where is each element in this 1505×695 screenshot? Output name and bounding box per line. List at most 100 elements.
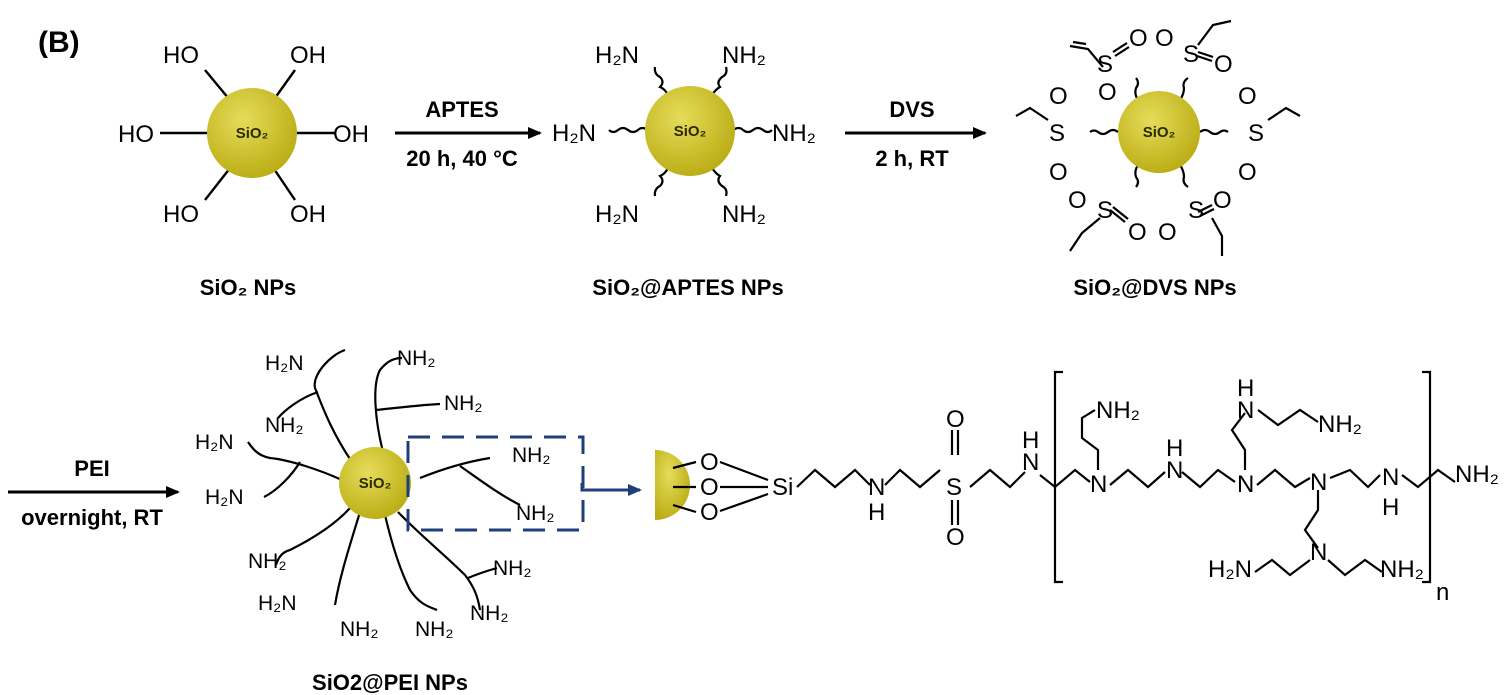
silicon-label: Si: [772, 474, 793, 501]
oxygen-label: O: [1128, 219, 1147, 246]
hydroxyl-label: OH: [290, 42, 326, 69]
sulfur-label: S: [1188, 197, 1204, 224]
amine-label: NH₂: [1380, 556, 1424, 583]
core-label: SiO₂: [359, 475, 392, 492]
silica-core: [1118, 91, 1200, 173]
sulfur-label: S: [1049, 120, 1065, 147]
nitrogen-label: N: [1022, 449, 1039, 476]
hydrogen-label: H: [1022, 427, 1039, 454]
nitrogen-label: N: [1090, 471, 1107, 498]
reagent-label: APTES: [425, 97, 498, 122]
nitrogen-label: N: [1382, 464, 1399, 491]
oxygen-label: O: [1155, 25, 1174, 52]
amine-label: NH₂: [1455, 461, 1499, 488]
reaction-arrow-2: DVS 2 h, RT: [845, 97, 987, 171]
hydrogen-label: H: [1382, 494, 1399, 521]
amine-label: H₂N: [1208, 556, 1252, 583]
oxygen-label: O: [1129, 25, 1148, 52]
amine-label: H₂N: [595, 201, 639, 228]
reaction-arrow-3: PEI overnight, RT: [8, 456, 180, 530]
step2-title: SiO₂@APTES NPs: [592, 275, 783, 300]
amine-label: H₂N: [265, 352, 303, 375]
amine-label: NH₂: [470, 602, 508, 625]
hydroxyl-label: HO: [163, 42, 199, 69]
sulfur-label: S: [1248, 120, 1264, 147]
oxygen-label: O: [946, 406, 965, 433]
sio2-nanoparticle: SiO₂ HO OH HO OH HO OH SiO₂ NPs: [118, 42, 369, 300]
amine-label: NH₂: [248, 550, 286, 573]
silica-core: [339, 447, 411, 519]
oxygen-label: O: [1214, 51, 1233, 78]
oxygen-label: O: [1238, 83, 1257, 110]
oxygen-label: O: [1068, 187, 1087, 214]
hydrogen-label: H: [1237, 375, 1254, 402]
oxygen-label: O: [700, 474, 719, 501]
oxygen-label: O: [1098, 79, 1117, 106]
oxygen-label: O: [700, 499, 719, 526]
core-label: SiO₂: [1143, 124, 1176, 141]
hydrogen-label: H: [1166, 435, 1183, 462]
oxygen-label: O: [1049, 159, 1068, 186]
step4-title: SiO2@PEI NPs: [312, 670, 468, 695]
amine-label: NH₂: [493, 557, 531, 580]
amine-label: NH₂: [1318, 411, 1362, 438]
amine-label: NH₂: [512, 444, 550, 467]
reagent-label: DVS: [889, 97, 934, 122]
nitrogen-label: N: [1237, 397, 1254, 424]
repeat-subscript: n: [1436, 579, 1449, 606]
aptes-nanoparticle: SiO₂ H₂N NH₂ H₂N NH₂ H₂N NH₂ SiO₂@APTES …: [552, 42, 816, 300]
step3-title: SiO₂@DVS NPs: [1073, 275, 1236, 300]
oxygen-label: O: [1213, 187, 1232, 214]
amine-label: NH₂: [444, 392, 482, 415]
amine-label: NH₂: [516, 502, 554, 525]
sulfur-label: S: [1183, 41, 1199, 68]
silica-core: [645, 86, 735, 176]
silica-core: [207, 88, 297, 178]
hydroxyl-label: OH: [333, 121, 369, 148]
oxygen-label: O: [1238, 159, 1257, 186]
reaction-arrow-1: APTES 20 h, 40 °C: [395, 97, 542, 171]
hydroxyl-label: HO: [118, 121, 154, 148]
oxygen-label: O: [946, 524, 965, 551]
oxygen-label: O: [700, 449, 719, 476]
amine-label: NH₂: [1096, 397, 1140, 424]
particle-surface: [655, 450, 690, 520]
oxygen-label: O: [1158, 219, 1177, 246]
nitrogen-label: N: [1310, 539, 1327, 566]
conditions-label: 20 h, 40 °C: [406, 146, 518, 171]
amine-label: H₂N: [205, 486, 243, 509]
nitrogen-label: N: [1310, 469, 1327, 496]
amine-label: NH₂: [772, 120, 816, 147]
sulfur-label: S: [1097, 197, 1113, 224]
dvs-nanoparticle: SiO₂ S O O: [1015, 19, 1301, 300]
amine-label: NH₂: [722, 42, 766, 69]
pei-nanoparticle: SiO₂ H₂N NH₂ NH₂ NH₂ H₂N H₂N NH₂ NH₂ NH₂…: [195, 347, 585, 695]
step1-title: SiO₂ NPs: [200, 275, 297, 300]
sulfur-label: S: [946, 474, 962, 501]
panel-label: (B): [38, 26, 80, 59]
conditions-label: 2 h, RT: [875, 146, 949, 171]
amine-label: NH₂: [415, 618, 453, 641]
amine-label: H₂N: [552, 120, 596, 147]
pei-structure: O O O Si N H S O O N H N NH₂ N H N N H N…: [655, 370, 1499, 606]
nitrogen-label: N: [868, 474, 885, 501]
amine-label: H₂N: [195, 431, 233, 454]
amine-label: NH₂: [722, 201, 766, 228]
reagent-label: PEI: [74, 456, 109, 481]
hydroxyl-label: OH: [290, 201, 326, 228]
sulfur-label: S: [1097, 51, 1113, 78]
core-label: SiO₂: [236, 125, 269, 142]
amine-label: NH₂: [397, 347, 435, 370]
amine-label: H₂N: [595, 42, 639, 69]
core-label: SiO₂: [674, 123, 707, 140]
amine-label: NH₂: [265, 414, 303, 437]
hydroxyl-label: HO: [163, 201, 199, 228]
hydrogen-label: H: [868, 499, 885, 526]
highlight-box: [406, 435, 585, 532]
conditions-label: overnight, RT: [21, 505, 163, 530]
nitrogen-label: N: [1166, 457, 1183, 484]
amine-label: H₂N: [258, 592, 296, 615]
amine-label: NH₂: [340, 618, 378, 641]
